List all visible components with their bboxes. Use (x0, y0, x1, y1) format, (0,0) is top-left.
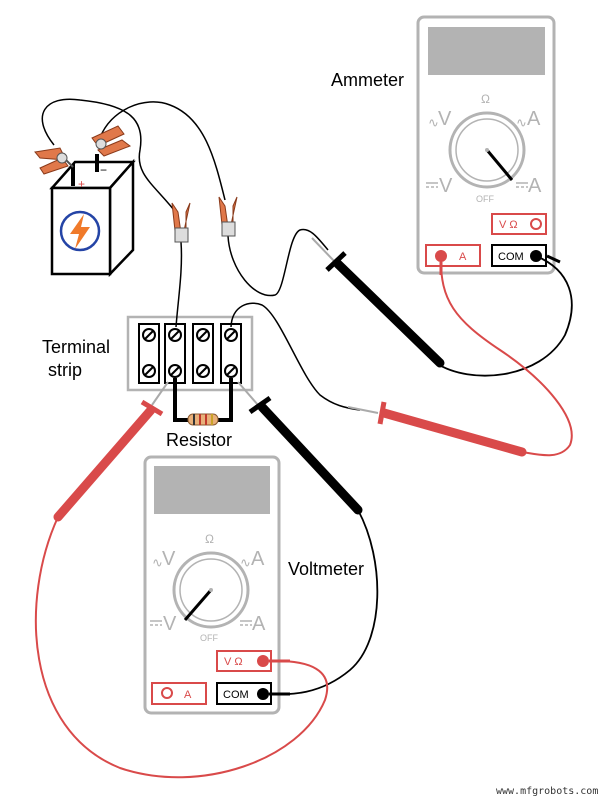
wire-clip-ammeter-probe (227, 228, 329, 297)
voltmeter-display (154, 466, 270, 514)
ammeter-ac-v-label: V (438, 108, 452, 130)
terminal-strip (126, 315, 254, 392)
ammeter-ac-symbol: ∿ (428, 115, 439, 130)
ammeter-needle (485, 149, 514, 181)
terminal-1[interactable] (138, 323, 160, 384)
voltmeter-black-probe[interactable] (237, 381, 363, 515)
voltmeter-off-label: OFF (200, 633, 218, 643)
terminal-4[interactable] (220, 323, 242, 384)
wire-battery-positive (41, 98, 179, 216)
ammeter-ohm-label: Ω (481, 92, 490, 106)
alligator-clip-battery-negative[interactable] (91, 125, 132, 157)
alligator-clip-battery-positive[interactable] (34, 147, 74, 175)
voltmeter-ohm-label: Ω (205, 532, 214, 546)
voltmeter-jack-vohm-label: V Ω (224, 656, 243, 668)
alligator-clip-right[interactable] (218, 196, 238, 237)
terminal-strip-label-line1: Terminal (42, 337, 110, 357)
ammeter-a-plug (435, 250, 447, 262)
ammeter-com-plug (530, 250, 542, 262)
ammeter-ac-a-symbol: ∿ (516, 115, 527, 130)
wire-ammeter-a (439, 256, 573, 457)
voltmeter-ac-symbol: ∿ (152, 555, 163, 570)
ammeter-dc-v-label: V (439, 175, 453, 197)
ammeter: Ω ∿ V ∿ A V A OFF V Ω A COM (416, 15, 556, 275)
alligator-clip-left[interactable] (171, 202, 191, 243)
voltmeter-vohm-plug (257, 655, 269, 667)
resistor-label: Resistor (166, 430, 232, 450)
ammeter-dc-a-label: A (528, 175, 542, 197)
wire-voltmeter-com (269, 509, 379, 696)
battery-minus-label: − (100, 163, 107, 177)
ammeter-jack-com-label: COM (498, 251, 524, 263)
ammeter-black-probe[interactable] (311, 237, 445, 368)
ammeter-display (428, 27, 545, 75)
terminal-3[interactable] (192, 323, 214, 384)
voltmeter-jack-a[interactable] (151, 682, 207, 705)
resistor (173, 378, 233, 426)
resistor-body (187, 413, 219, 426)
ammeter-ac-a-label: A (527, 108, 541, 130)
wire-terminal4-red-probe (230, 302, 361, 411)
ammeter-jack-vohm[interactable] (491, 213, 547, 235)
voltmeter: Ω ∿ V ∿ A V A OFF V Ω A COM (143, 455, 281, 715)
voltmeter-ac-a-label: A (251, 548, 265, 570)
voltmeter-dc-a-label: A (252, 613, 266, 635)
ammeter-jack-a[interactable] (425, 244, 481, 267)
wire-clip-terminal2 (175, 241, 183, 328)
red-wires (34, 256, 573, 779)
voltmeter-label: Voltmeter (288, 559, 364, 579)
voltmeter-jack-a-label: A (184, 689, 192, 701)
terminal-strip-label-line2: strip (48, 360, 82, 380)
wire-battery-negative (99, 101, 226, 201)
voltmeter-red-probe[interactable] (53, 381, 169, 522)
terminal-2[interactable] (164, 323, 186, 384)
ammeter-red-probe[interactable] (347, 401, 527, 457)
voltmeter-dc-v-label: V (163, 613, 177, 635)
watermark: www.mfgrobots.com (496, 786, 598, 797)
ammeter-label: Ammeter (331, 70, 404, 90)
battery-plus-label: + (78, 177, 85, 191)
ammeter-jack-vohm-label: V Ω (499, 219, 518, 231)
battery: + − (49, 154, 136, 278)
voltmeter-ac-v-label: V (162, 548, 176, 570)
wire-ammeter-com (435, 255, 573, 377)
voltmeter-needle (183, 589, 213, 621)
voltmeter-ac-a-symbol: ∿ (240, 555, 251, 570)
ammeter-jack-a-label: A (459, 251, 467, 263)
ammeter-off-label: OFF (476, 194, 494, 204)
black-wires (41, 98, 573, 696)
wire-voltmeter-vohm (34, 516, 328, 779)
voltmeter-jack-com-label: COM (223, 689, 249, 701)
voltmeter-com-plug (257, 688, 269, 700)
